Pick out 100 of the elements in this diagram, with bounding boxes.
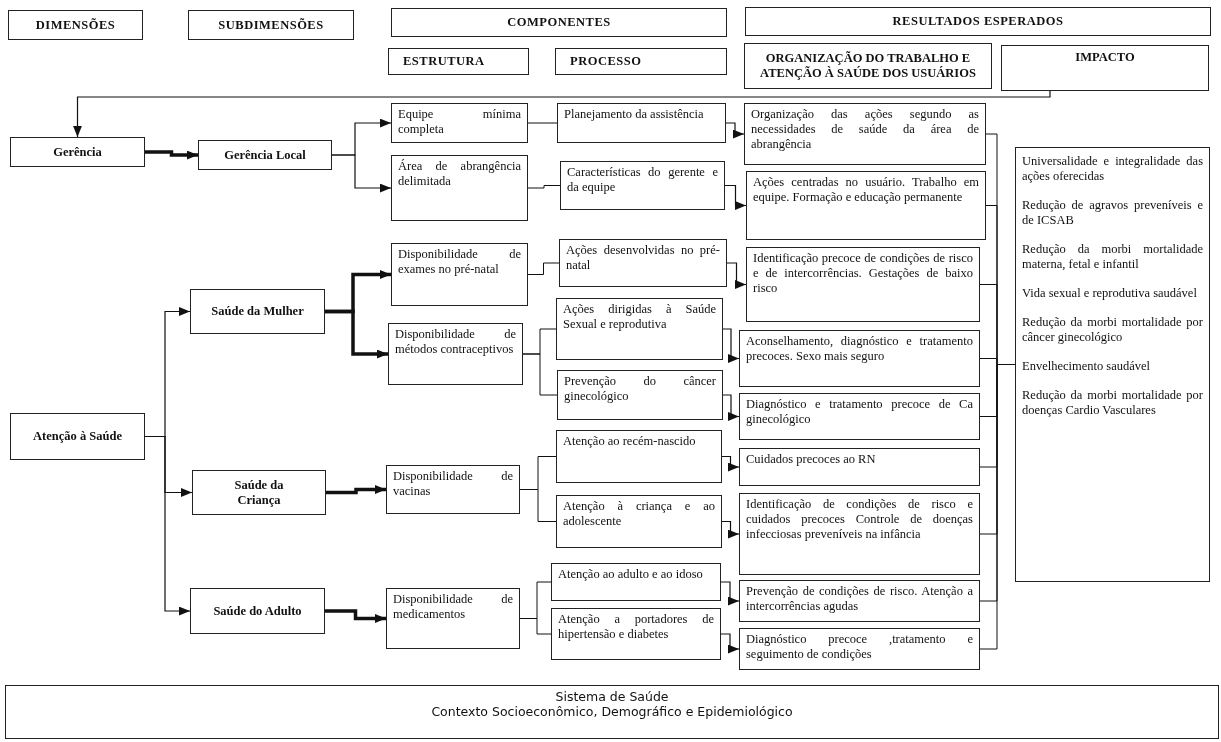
impact-item: Envelhecimento saudável: [1022, 359, 1152, 374]
subdimension-box: [190, 588, 325, 634]
column-heading: PROCESSO: [570, 54, 642, 69]
result-box: [739, 628, 980, 670]
node-label: Aconselhamento, diagnóstico e tratamento precoces. Sexo mais seguro: [746, 334, 973, 364]
header-box: [744, 43, 992, 89]
structure-box: [386, 588, 520, 649]
node-label: Disponibilidade de métodos contraceptivos: [395, 327, 516, 357]
column-heading: IMPACTO: [1074, 50, 1136, 65]
process-box: [556, 495, 722, 548]
result-box: [739, 393, 980, 440]
arrow: [721, 455, 740, 472]
node-label: Prevenção do câncer ginecológico: [564, 374, 716, 404]
subdimension-box: [198, 140, 332, 170]
node-label: Saúde da Criança: [233, 477, 285, 508]
impact-item: Redução da morbi mortalidade materna, fetal e infantil: [1022, 242, 1203, 272]
connector-line: [979, 358, 998, 365]
structure-box: [391, 155, 528, 221]
column-heading: DIMENSÕES: [35, 17, 116, 33]
node-label: Ações dirigidas à Saúde Sexual e reprodutiva: [563, 302, 716, 332]
column-heading: SUBDIMENSÕES: [218, 17, 324, 33]
process-box: [560, 161, 725, 210]
arrow: [726, 262, 747, 289]
connector-line: [527, 185, 561, 189]
result-box: [739, 330, 980, 387]
structure-box: [386, 465, 520, 514]
column-heading: ORGANIZAÇÃO DO TRABALHO E ATENÇÃO À SAÚDE DOS USUÁRIOS: [759, 51, 977, 81]
node-label: Diagnóstico e tratamento precoce de Ca ginecológico: [746, 397, 973, 427]
structure-box: [388, 323, 523, 385]
process-box: [551, 563, 721, 601]
header-box: [8, 10, 143, 40]
arrow: [73, 90, 1051, 138]
node-label: Área de abrangência delimitada: [398, 159, 521, 189]
process-box: [551, 608, 721, 660]
arrow: [722, 328, 740, 363]
impact-item: Redução da morbi mortalidade por câncer ginecológico: [1022, 315, 1203, 345]
dimension-box: [10, 137, 145, 167]
process-box: [556, 298, 723, 360]
node-label: Diagnóstico precoce ,tratamento e seguimento de condições: [746, 632, 973, 662]
result-box: [744, 103, 986, 165]
node-label: Disponibilidade de vacinas: [393, 469, 513, 499]
arrow: [720, 581, 740, 606]
arrow: [724, 184, 747, 210]
node-label: Atenção ao adulto e ao idoso: [558, 567, 704, 582]
process-box: [559, 239, 727, 287]
context-text: Sistema de Saúde: [554, 689, 670, 704]
arrow: [144, 435, 191, 616]
process-box: [556, 430, 722, 483]
column-heading: ESTRUTURA: [403, 54, 485, 69]
node-label: Ações desenvolvidas no pré-natal: [566, 243, 720, 273]
context-text: Contexto Socioeconômico, Demográfico e Epidemiológico: [430, 704, 794, 719]
node-label: Atenção à criança e ao adolescente: [563, 499, 715, 529]
connector-line: [979, 364, 998, 650]
node-label: Equipe mínima completa: [398, 107, 521, 137]
node-label: Gerência: [53, 144, 102, 160]
result-box: [746, 171, 986, 240]
connector-line: [996, 364, 1016, 365]
arrow: [721, 520, 740, 539]
node-label: Prevenção de condições de risco. Atenção a intercorrências agudas: [746, 584, 973, 614]
node-label: Atenção à Saúde: [33, 429, 122, 444]
impact-item: Universalidade e integralidade das ações oferecidas: [1022, 154, 1203, 184]
header-box: [1001, 45, 1209, 91]
node-label: Características do gerente e da equipe: [567, 165, 718, 195]
node-label: Identificação precoce de condições de risco e de intercorrências. Gestações de baixo risco: [753, 251, 973, 296]
column-heading: COMPONENTES: [507, 15, 611, 30]
connector-line: [527, 262, 560, 275]
process-box: [557, 103, 726, 143]
dimension-box: [10, 413, 145, 460]
node-label: Planejamento da assistência: [564, 107, 705, 122]
node-label: Saúde da Mulher: [211, 304, 304, 319]
node-label: Disponibilidade de exames no pré-natal: [398, 247, 521, 277]
arrow: [720, 633, 740, 654]
node-label: Identificação de condições de risco e cuidados precoces Controle de doenças infecciosas preveníveis na infância: [746, 497, 973, 542]
column-heading: RESULTADOS ESPERADOS: [892, 14, 1064, 29]
impact-item: Redução de agravos preveníveis e de ICSAB: [1022, 198, 1203, 228]
arrow: [145, 150, 198, 160]
subdimension-box: [192, 470, 326, 515]
subdimension-box: [190, 289, 325, 334]
impact-item: Redução da morbi mortalidade por doenças Cardio Vasculares: [1022, 388, 1203, 418]
arrow: [325, 609, 386, 623]
header-box: [555, 48, 727, 75]
node-label: Ações centradas no usuário. Trabalho em equipe. Formação e educação permanente: [753, 175, 979, 205]
node-label: Saúde do Adulto: [213, 603, 302, 619]
context-box: [5, 685, 1219, 739]
result-box: [739, 448, 980, 486]
arrow: [326, 485, 386, 495]
node-label: Organização das ações segundo as necessidades de saúde da área de abrangência: [751, 107, 979, 152]
header-box: [388, 48, 529, 75]
result-box: [739, 493, 980, 575]
arrow: [331, 154, 392, 193]
node-label: Disponibilidade de medicamentos: [393, 592, 513, 622]
arrow: [325, 309, 388, 359]
header-box: [188, 10, 354, 40]
structure-box: [391, 103, 528, 143]
structure-box: [391, 243, 528, 306]
impact-box: [1015, 147, 1210, 582]
header-box: [391, 8, 727, 37]
header-box: [745, 7, 1211, 36]
connector-line: [527, 122, 558, 124]
node-label: Cuidados precoces ao RN: [746, 452, 877, 467]
